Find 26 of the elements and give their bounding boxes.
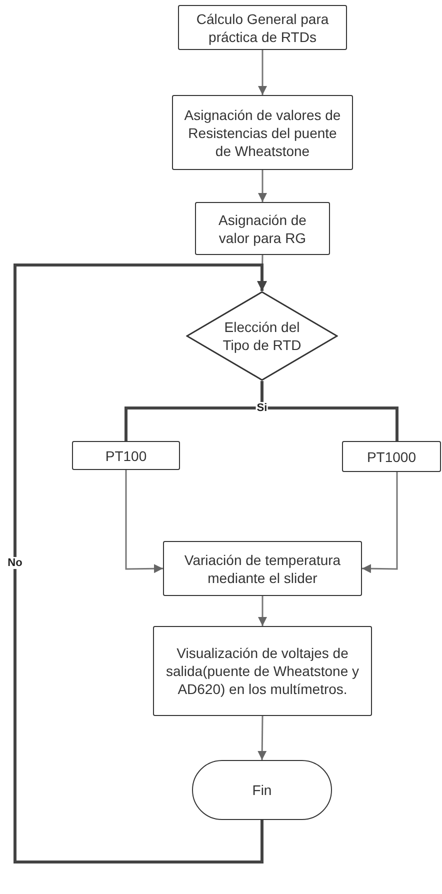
node-text: Asignación de valor para RG [218, 210, 308, 246]
edge-label: Si [256, 402, 268, 414]
node-text: Cálculo General para práctica de RTDs [195, 10, 330, 46]
edge-label: No [6, 557, 24, 569]
arrow [258, 596, 267, 626]
process-box [195, 202, 330, 255]
node-text: PT1000 [366, 448, 418, 466]
arrow [125, 470, 164, 574]
decision-diamond [186, 291, 338, 381]
process-box [153, 626, 372, 716]
arrow [258, 170, 267, 202]
node-text: Elección del Tipo de RTD [222, 318, 302, 354]
arrow [14, 264, 267, 864]
node-text: PT100 [104, 446, 148, 464]
process-box [178, 5, 347, 50]
process-box [172, 95, 353, 170]
arrow [362, 472, 398, 574]
node-text: Asignación de valores de Resistencias del puente de Wheatstone [183, 106, 342, 160]
arrow [258, 716, 267, 760]
arrow [258, 50, 267, 95]
node-text: Visualización de voltajes de salida(puente de Wheatstone y AD620) en los multímetros. [164, 644, 360, 698]
node-text: Variación de temperatura mediante el slider [183, 550, 342, 586]
process-box [163, 541, 362, 596]
process-box [72, 441, 180, 470]
process-box [342, 441, 441, 472]
node-text: Fin [251, 781, 273, 799]
